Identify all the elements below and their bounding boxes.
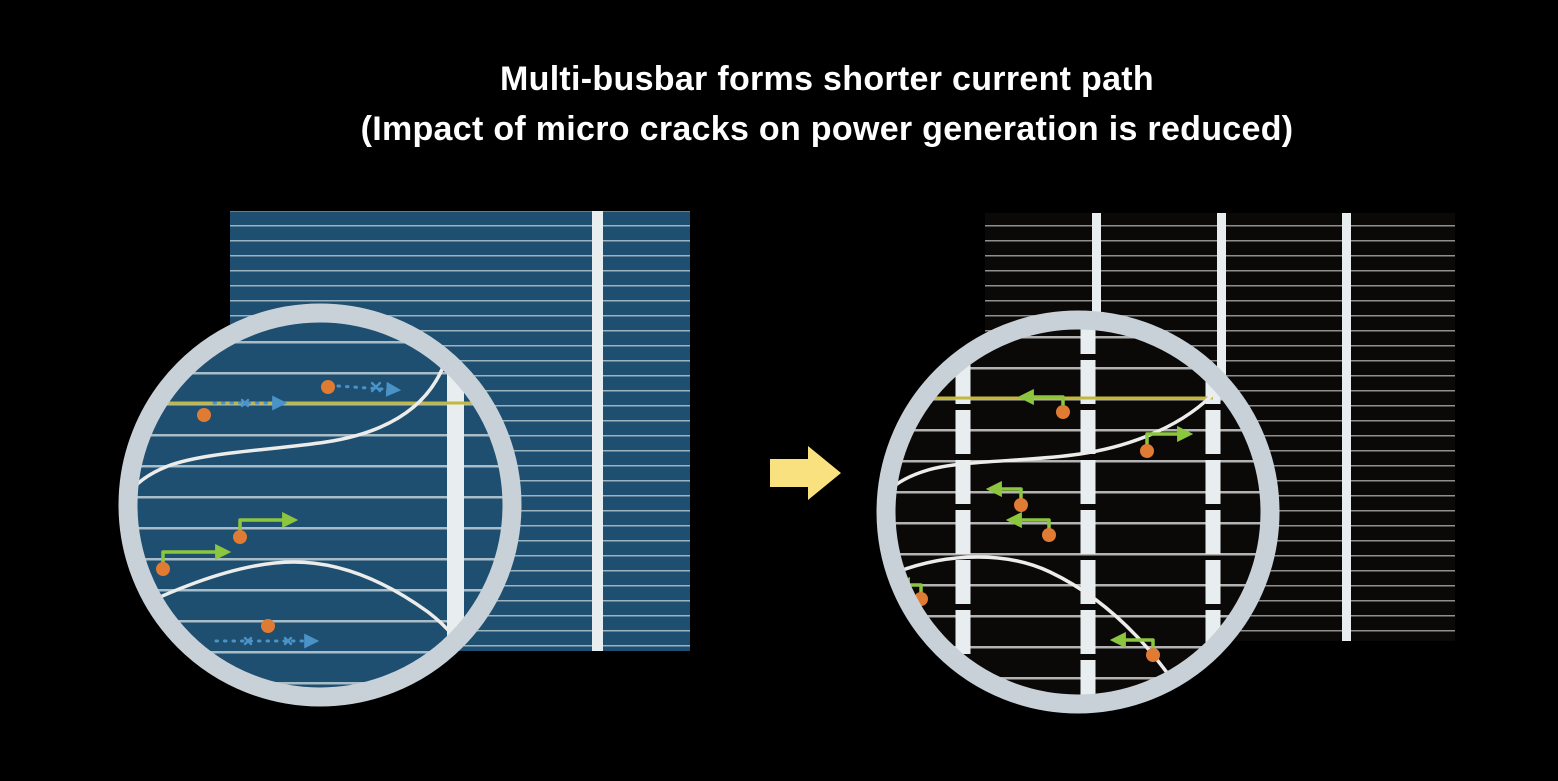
blocked-x-icon — [370, 381, 382, 393]
left-zoom-busbar — [447, 313, 464, 697]
electron-dot — [1140, 444, 1154, 458]
left-magnifier-view — [128, 313, 512, 697]
title-line-2: (Impact of micro cracks on power generat… — [360, 110, 1294, 148]
transition-arrow-icon — [770, 446, 841, 500]
electron-dot — [1056, 405, 1070, 419]
electron-dot — [261, 619, 275, 633]
magnifier-ring — [118, 303, 522, 707]
electron-dot — [233, 530, 247, 544]
electron-dot — [1042, 528, 1056, 542]
micro-crack-line — [886, 388, 1219, 494]
electron-dot — [321, 380, 335, 394]
electron-dot — [1146, 648, 1160, 662]
short-current-path-arrow — [238, 511, 299, 534]
long-current-path-arrow — [336, 381, 402, 397]
right-magnifier — [876, 310, 1280, 714]
magnifier-ring — [876, 310, 1280, 714]
diagram-title: Multi-busbar forms shorter current path … — [0, 54, 1558, 154]
electron-dot — [1014, 498, 1028, 512]
electron-dot — [197, 408, 211, 422]
left-magnifier — [118, 303, 522, 707]
electron-dot — [156, 562, 170, 576]
micro-crack-line — [128, 354, 449, 499]
blocked-x-icon — [243, 636, 253, 646]
blocked-x-icon — [283, 636, 293, 646]
micro-crack-line — [128, 560, 461, 646]
blocked-x-icon — [240, 398, 250, 408]
multi-busbar-cell-busbar — [1342, 213, 1351, 641]
conventional-cell-busbar — [592, 211, 603, 651]
title-line-1: Multi-busbar forms shorter current path — [500, 60, 1154, 98]
